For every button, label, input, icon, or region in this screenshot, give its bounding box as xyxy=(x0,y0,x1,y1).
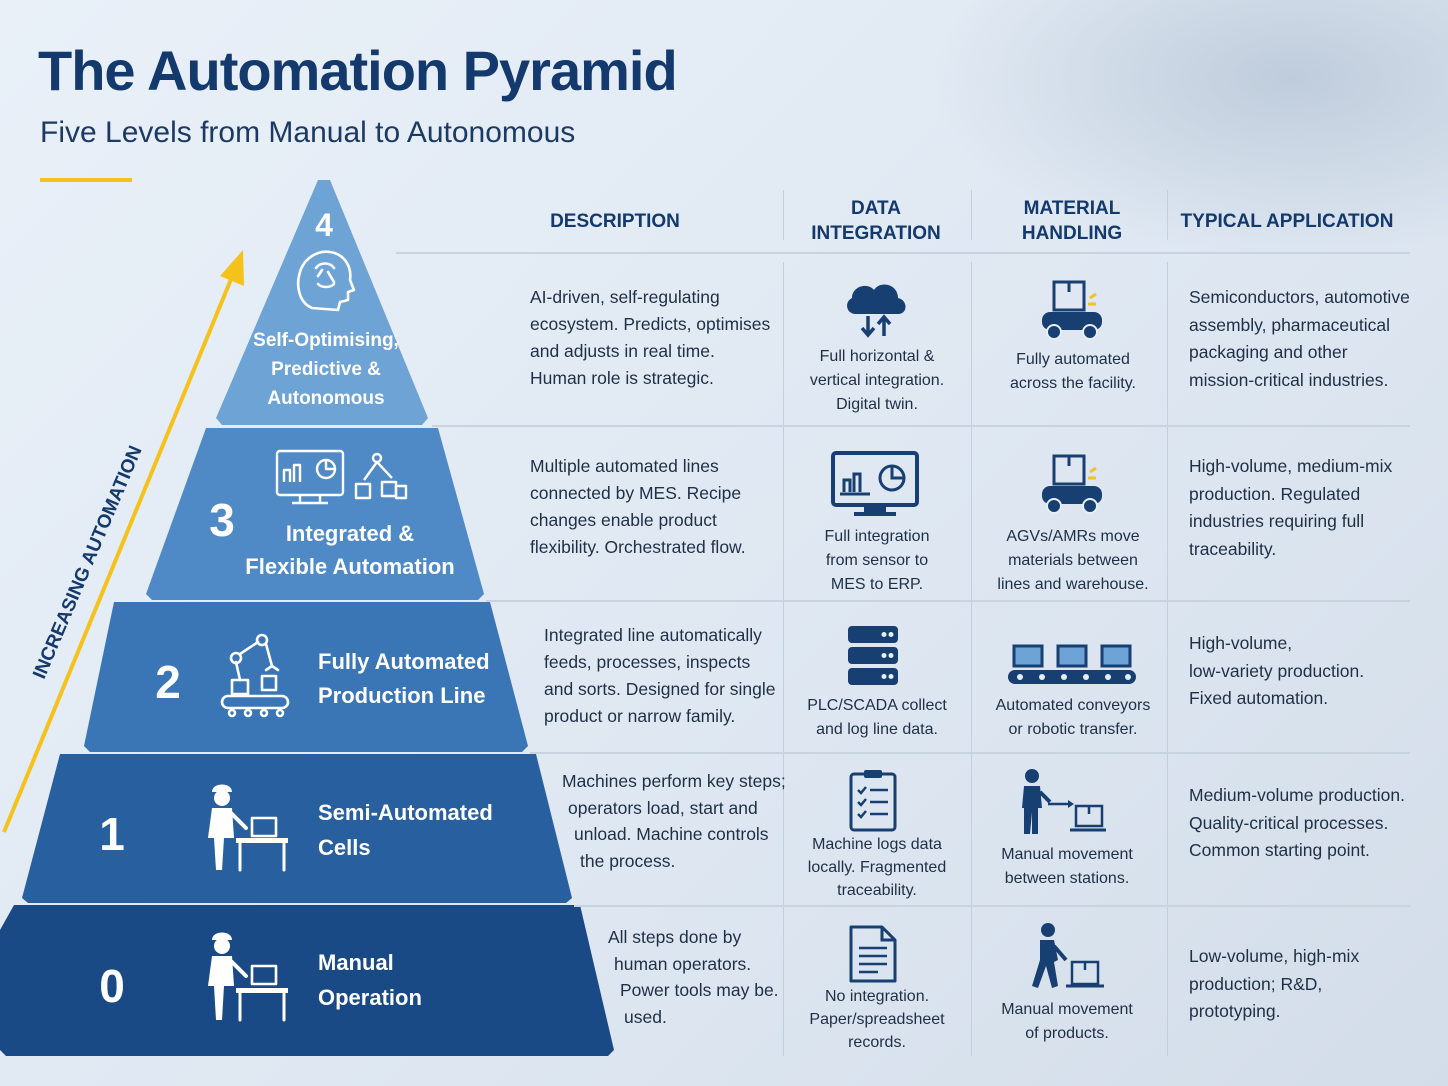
level-2-label-line-1: Fully Automated xyxy=(318,649,490,674)
column-divider xyxy=(971,190,972,240)
column-header-data-integration: DATA INTEGRATION xyxy=(811,198,941,244)
level-0-label-line-2: Operation xyxy=(318,985,422,1010)
monitor-analytics-icon xyxy=(831,451,919,516)
level-3-band xyxy=(146,428,484,600)
level-2-number: 2 xyxy=(155,656,181,708)
row-divider xyxy=(530,752,1410,754)
conveyor-icon xyxy=(1008,644,1136,684)
level-2-label-line-2: Production Line xyxy=(318,683,485,708)
dashboard-network-icon xyxy=(275,449,408,505)
page-title: The Automation Pyramid xyxy=(38,39,678,102)
column-divider xyxy=(783,190,784,240)
row-divider xyxy=(574,905,1410,907)
level-4-label-line-3: Autonomous xyxy=(267,388,384,409)
level-2-band xyxy=(84,602,528,752)
level-0-description: All steps done by human operators. Power… xyxy=(608,927,779,1027)
level-1-band xyxy=(22,754,572,903)
column-divider xyxy=(971,262,972,1056)
column-divider xyxy=(1167,190,1168,240)
column-header-description: DESCRIPTION xyxy=(550,210,680,232)
level-0-label-line-1: Manual xyxy=(318,950,394,975)
server-stack-icon xyxy=(848,626,898,685)
level-4-band xyxy=(216,180,428,425)
level-0-number: 0 xyxy=(99,960,125,1012)
agv-icon xyxy=(1042,280,1102,340)
cloud-sync-icon xyxy=(847,284,906,338)
level-0-band xyxy=(0,905,614,1056)
level-3-label-line-1: Integrated & xyxy=(286,521,414,546)
operator-workbench-icon xyxy=(208,932,288,1022)
row-divider xyxy=(486,600,1410,602)
paper-document-icon xyxy=(849,925,897,983)
worker-cart-icon xyxy=(1022,769,1106,834)
row-divider xyxy=(432,425,1410,427)
level-1-number: 1 xyxy=(99,808,125,860)
accent-rule xyxy=(40,178,132,182)
level-1-description: Machines perform key steps; operators lo… xyxy=(562,771,786,871)
robot-arm-icon xyxy=(220,633,290,718)
level-4-data-integration: Full horizontal &vertical integration.Di… xyxy=(809,348,945,413)
level-4-label-line-1: Self-Optimising, xyxy=(253,330,399,351)
column-header-typical-application: TYPICAL APPLICATION xyxy=(1180,210,1394,232)
column-header-material-handling: MATERIAL HANDLING xyxy=(1021,198,1123,244)
column-divider xyxy=(1167,262,1168,1056)
increasing-automation-arrow xyxy=(2,250,244,833)
level-4-label-line-2: Predictive & xyxy=(271,359,381,380)
level-2-typical-application: High-volume,low-variety production. Fixe… xyxy=(1189,633,1365,708)
level-3-number: 3 xyxy=(209,494,235,546)
level-4-number: 4 xyxy=(315,207,333,243)
header-divider xyxy=(396,252,1410,254)
page-subtitle: Five Levels from Manual to Autonomous xyxy=(40,116,576,149)
level-1-typical-application: Medium-volume production.Quality-critica… xyxy=(1189,785,1405,860)
background-robot-arm xyxy=(928,0,1448,260)
level-3-label-line-2: Flexible Automation xyxy=(245,554,454,579)
agv-icon xyxy=(1042,454,1102,514)
checklist-clipboard-icon xyxy=(849,770,897,832)
column-divider xyxy=(783,262,784,1056)
worker-carry-icon xyxy=(1032,923,1104,988)
level-1-label-line-1: Semi-Automated xyxy=(318,800,493,825)
operator-workbench-icon xyxy=(208,784,288,872)
brain-head-icon xyxy=(296,250,356,312)
level-1-label-line-2: Cells xyxy=(318,835,371,860)
